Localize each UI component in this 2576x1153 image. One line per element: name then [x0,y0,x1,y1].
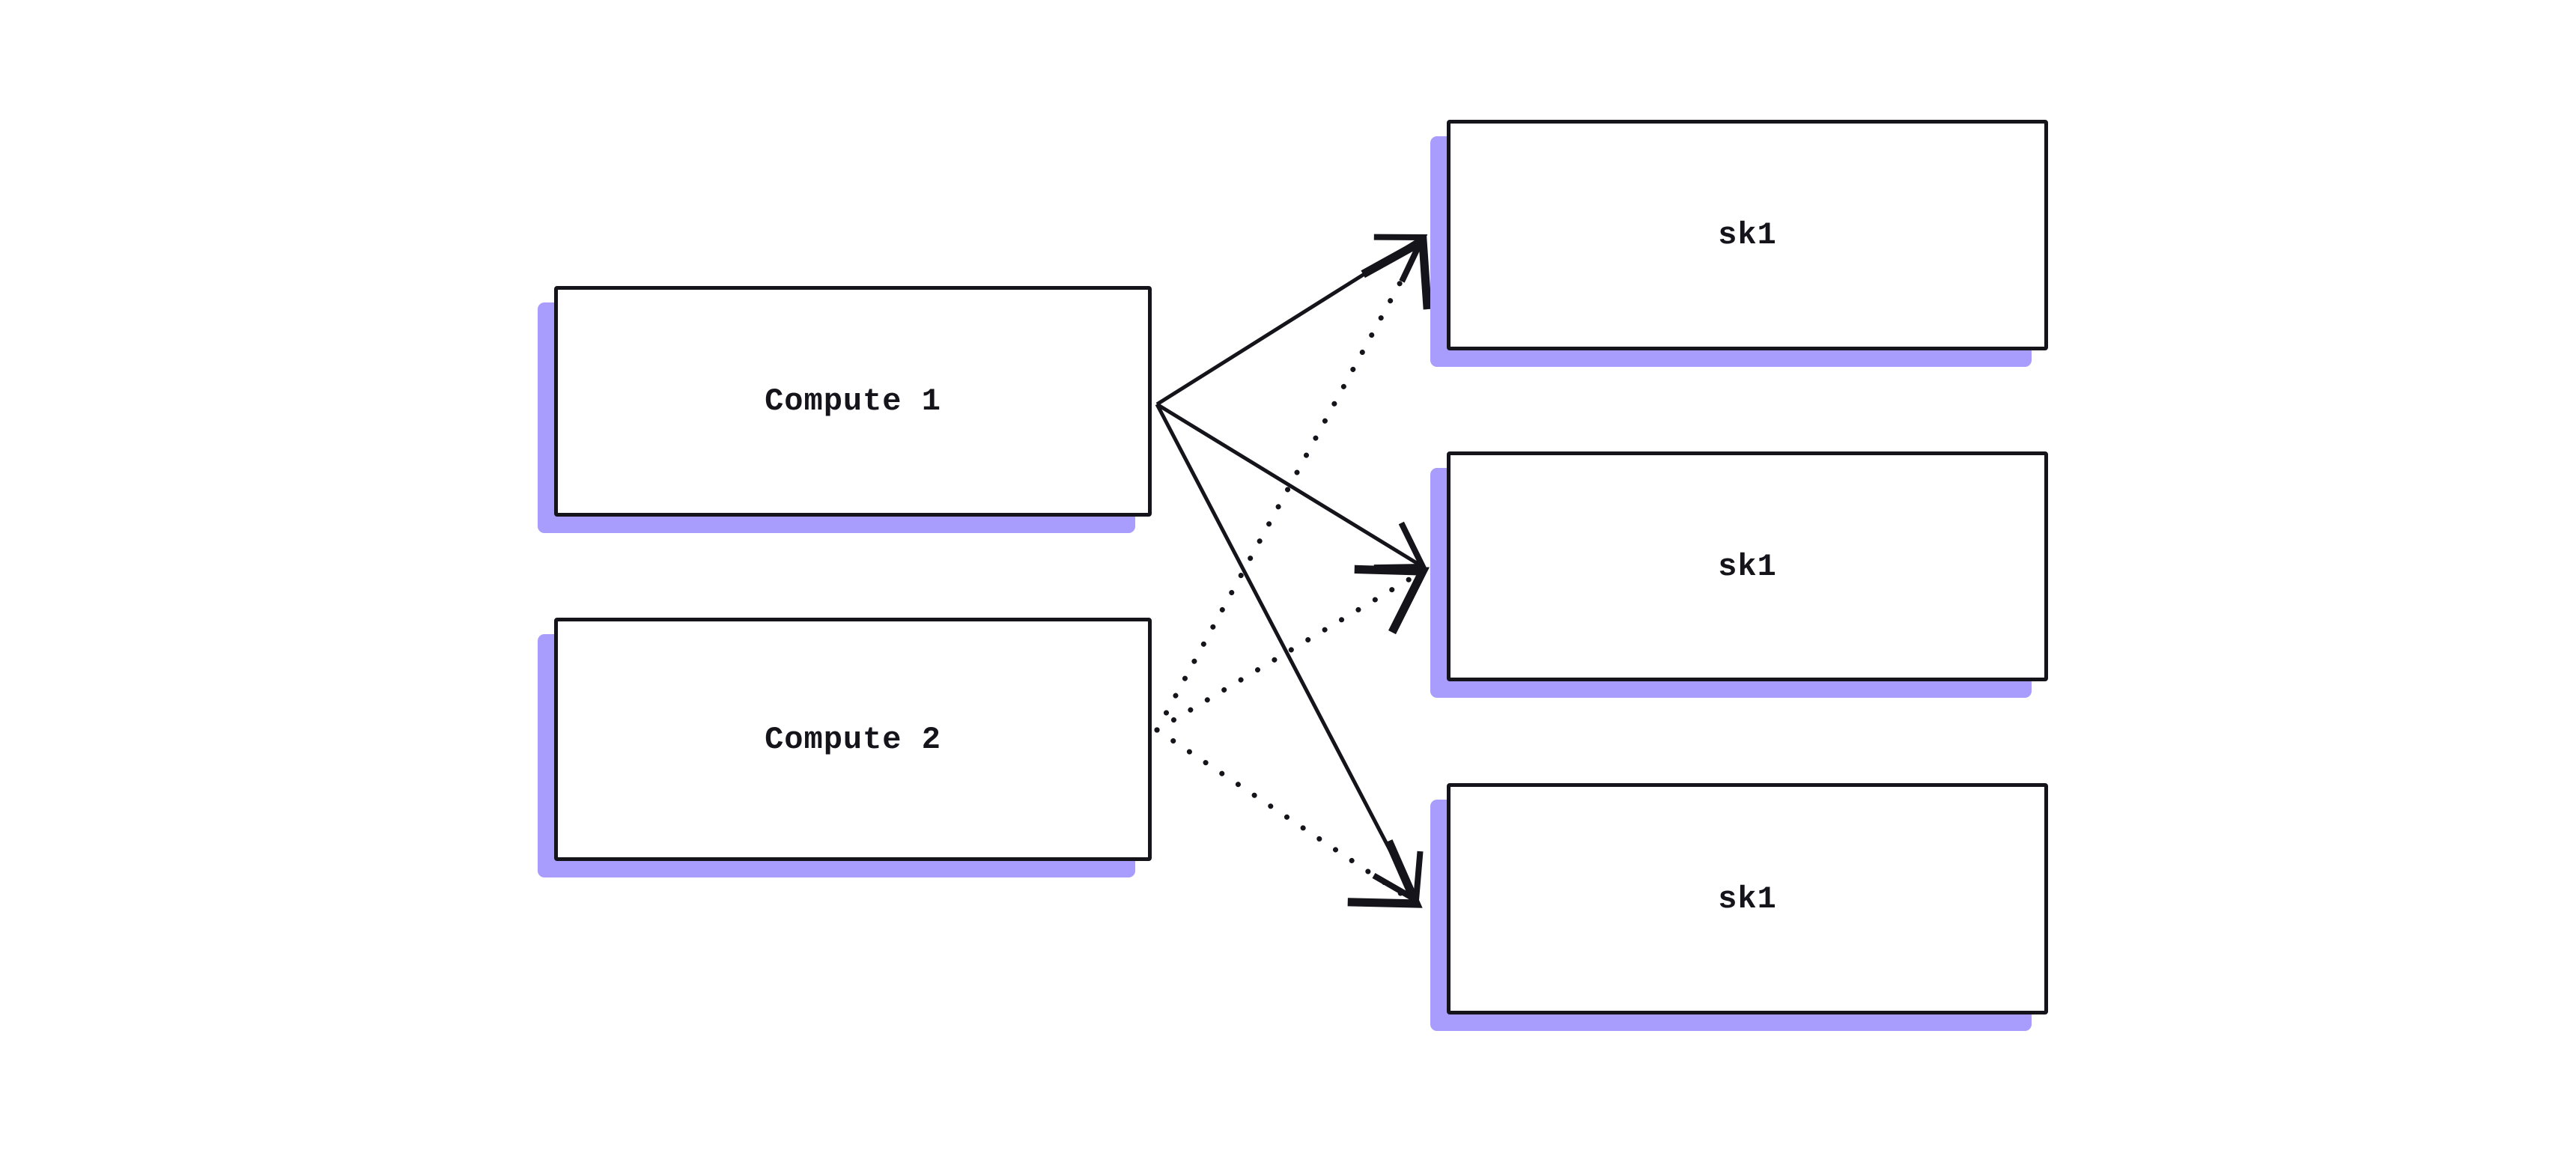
node-body[interactable]: Compute 2 [554,618,1152,861]
edge-compute2-sk1a [1154,234,1432,733]
node-label-compute-2: Compute 2 [765,721,941,758]
edge-compute1-sk1c [1155,403,1424,905]
node-compute-1[interactable]: Compute 1 [538,286,1152,533]
edge-compute2-sk1b [1154,565,1430,733]
node-compute-2[interactable]: Compute 2 [538,618,1152,877]
node-label-compute-1: Compute 1 [765,383,941,419]
edge-compute1-sk1a [1155,234,1428,407]
edge-compute2-sk1c [1154,727,1423,908]
node-body[interactable]: sk1 [1447,783,2048,1014]
node-body[interactable]: Compute 1 [554,286,1152,517]
node-body[interactable]: sk1 [1447,120,2048,350]
node-sk1-c[interactable]: sk1 [1430,783,2048,1031]
node-sk1-b[interactable]: sk1 [1430,451,2048,698]
node-label-sk1-c: sk1 [1718,880,1777,917]
node-sk1-a[interactable]: sk1 [1430,120,2048,367]
node-label-sk1-b: sk1 [1718,548,1777,585]
node-body[interactable]: sk1 [1447,451,2048,681]
node-label-sk1-a: sk1 [1718,217,1777,253]
edge-compute1-sk1b [1155,402,1428,571]
